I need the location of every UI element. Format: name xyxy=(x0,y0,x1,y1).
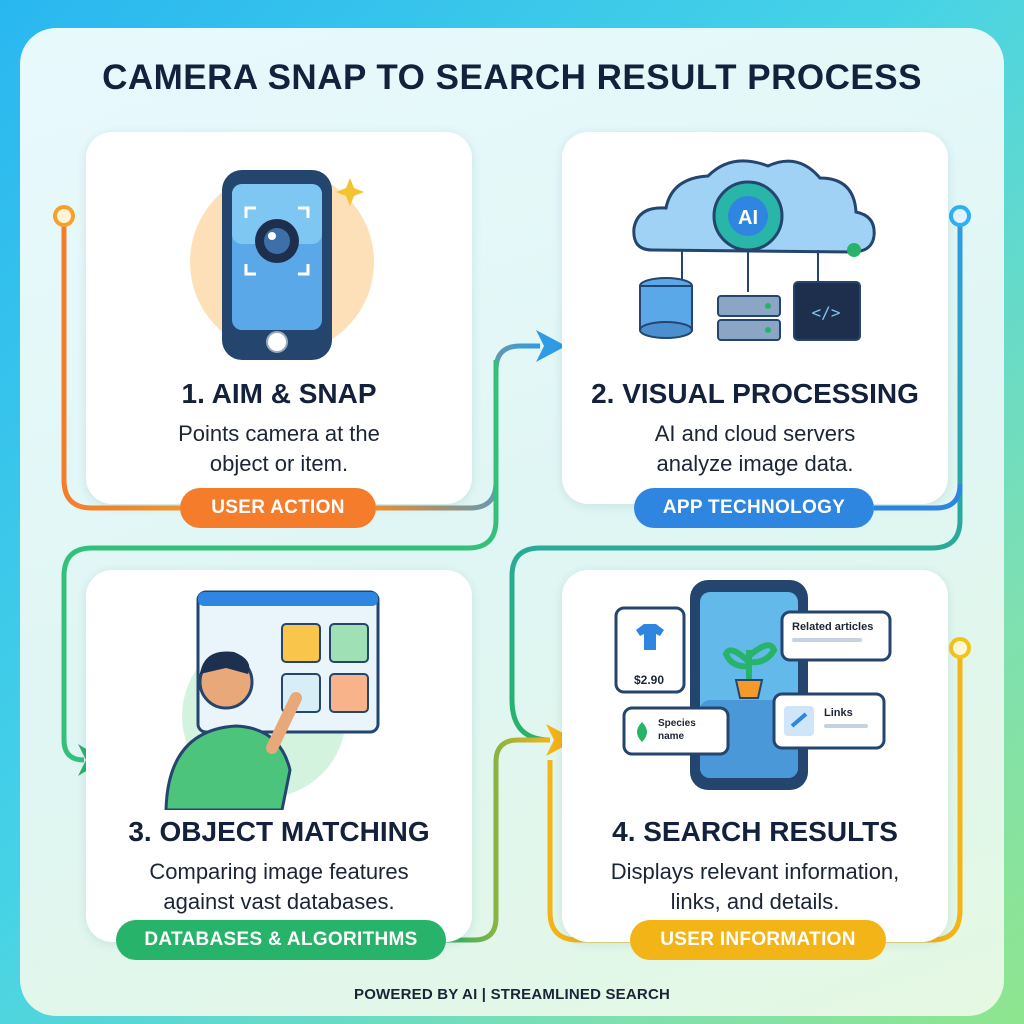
person-matching-icon xyxy=(164,590,380,810)
links-text: Links xyxy=(824,707,853,719)
step-card-object-matching: 3. OBJECT MATCHING Comparing image featu… xyxy=(86,570,472,942)
desc-line: analyze image data. xyxy=(656,451,854,476)
price-text: $2.90 xyxy=(634,673,664,687)
footer-text: POWERED BY AI | STREAMLINED SEARCH xyxy=(353,986,671,1003)
step-description: AI and cloud servers analyze image data. xyxy=(582,419,928,479)
step-title: 4. SEARCH RESULTS xyxy=(612,816,898,847)
results-phone-icon: $2.90 Related articles Species name Link… xyxy=(614,580,892,790)
page-title: CAMERA SNAP TO SEARCH RESULT PROCESS xyxy=(102,58,922,97)
step-card-visual-processing: AI </> 2. VISUAL PROCESSING AI and cloud… xyxy=(562,132,948,504)
desc-line: Points camera at the xyxy=(178,421,380,446)
step-description: Displays relevant information, links, an… xyxy=(582,857,928,917)
desc-line: links, and details. xyxy=(670,889,840,914)
step-title: 1. AIM & SNAP xyxy=(181,378,377,409)
desc-line: against vast databases. xyxy=(163,889,395,914)
species-label: Species xyxy=(658,718,696,729)
desc-line: Comparing image features xyxy=(149,859,409,884)
desc-line: AI and cloud servers xyxy=(654,421,856,446)
related-articles-text: Related articles xyxy=(792,621,873,633)
ai-cloud-server-icon: AI </> xyxy=(632,159,876,341)
step-card-aim-snap: 1. AIM & SNAP Points camera at the objec… xyxy=(86,132,472,504)
smartphone-camera-icon xyxy=(190,170,374,360)
tag-user-information: USER INFORMATION xyxy=(630,920,886,960)
tag-databases-algorithms: DATABASES & ALGORITHMS xyxy=(116,920,446,960)
desc-line: Displays relevant information, xyxy=(610,859,900,884)
step-description: Points camera at the object or item. xyxy=(106,419,452,479)
step-title: 3. OBJECT MATCHING xyxy=(128,816,430,847)
tag-user-action: USER ACTION xyxy=(180,488,376,528)
step-card-search-results: $2.90 Related articles Species name Link… xyxy=(562,570,948,942)
step-title: 2. VISUAL PROCESSING xyxy=(591,378,919,409)
ai-badge: AI xyxy=(738,207,758,229)
desc-line: object or item. xyxy=(209,451,349,476)
tag-app-technology: APP TECHNOLOGY xyxy=(634,488,874,528)
species-name: name xyxy=(658,731,685,742)
svg-text:</>: </> xyxy=(812,303,841,322)
step-description: Comparing image features against vast da… xyxy=(106,857,452,917)
